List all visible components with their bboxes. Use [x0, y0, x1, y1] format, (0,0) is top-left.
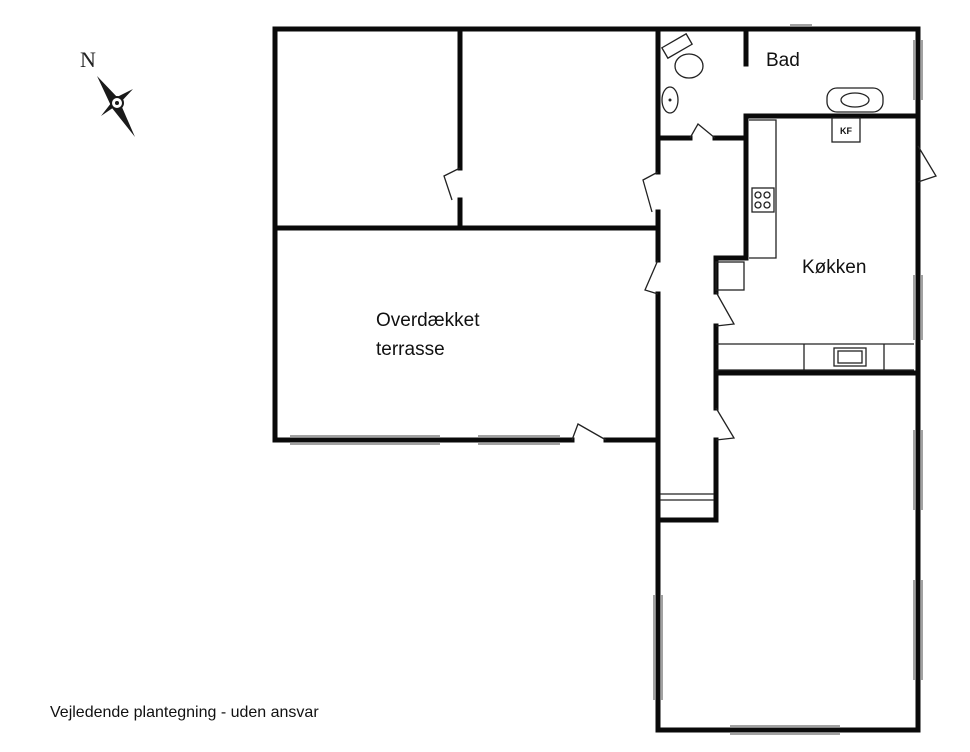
- interior-walls: [272, 26, 921, 523]
- bathroom-sink-icon: [661, 86, 679, 114]
- outer-walls: [272, 26, 921, 733]
- windows: [290, 24, 923, 735]
- door-bathroom: [689, 123, 716, 139]
- room-label-bad: Bad: [766, 50, 800, 71]
- door-terrasse-south: [571, 423, 607, 441]
- kitchen-fixtures: [715, 119, 914, 371]
- door-kitchen-east: [917, 145, 937, 183]
- compass-rose-icon: [97, 76, 135, 137]
- kitchen-sink-icon: [833, 347, 867, 367]
- hallway-closet: [660, 493, 714, 501]
- kitchen-wall-sink-icon: [826, 87, 884, 113]
- toilet-icon: [660, 32, 704, 79]
- plan-caption: Vejledende plantegning - uden ansvar: [50, 704, 319, 721]
- room-label-terrasse-line1: Overdækket: [376, 310, 480, 331]
- doors: [443, 123, 937, 441]
- cabinet-corner: [715, 261, 745, 291]
- door-terrasse-hall: [644, 259, 659, 295]
- fridge-label: KF: [840, 126, 852, 136]
- compass: N: [80, 47, 135, 137]
- bathroom-fixtures: KF: [660, 32, 884, 143]
- door-north-rooms: [443, 167, 461, 201]
- compass-north-letter: N: [80, 47, 96, 72]
- door-kitchen-hall: [715, 291, 736, 327]
- door-living-hall: [715, 407, 736, 441]
- room-label-terrasse-line2: terrasse: [376, 339, 445, 360]
- door-north-room-hall: [642, 171, 659, 213]
- kitchen-counter-west: [749, 119, 777, 259]
- kitchen-counter-south: [716, 343, 914, 371]
- stove-icon: [751, 187, 775, 213]
- room-label-kokken: Køkken: [802, 257, 866, 278]
- fridge: KF: [831, 117, 861, 143]
